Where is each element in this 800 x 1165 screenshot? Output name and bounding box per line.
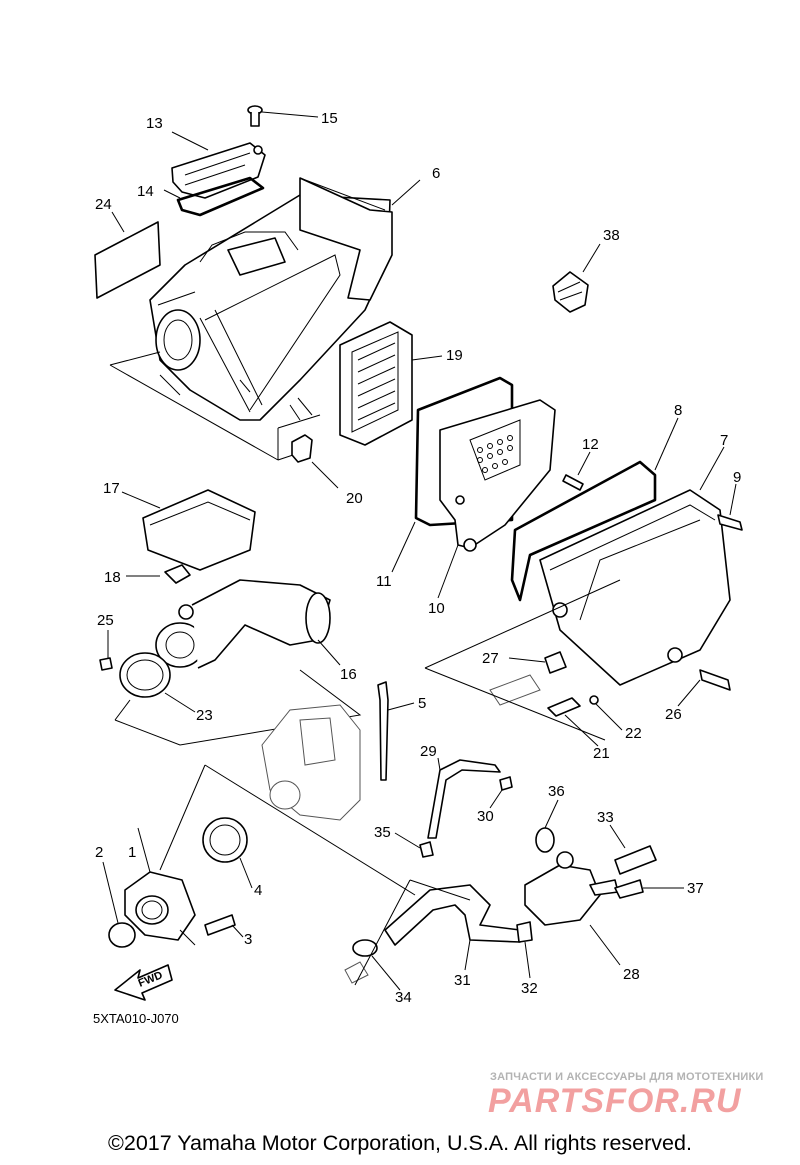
callout-21: 21: [593, 745, 610, 762]
callout-10: 10: [428, 600, 445, 617]
callout-23: 23: [196, 707, 213, 724]
callout-5: 5: [418, 695, 426, 712]
callout-37: 37: [687, 880, 704, 897]
callout-29: 29: [420, 743, 437, 760]
callout-15: 15: [321, 110, 338, 127]
callout-31: 31: [454, 972, 471, 989]
tie-strap-5: [377, 681, 389, 781]
bolt-9: [717, 514, 743, 531]
holder-38: [552, 271, 589, 313]
callout-1: 1: [128, 844, 136, 861]
callout-11: 11: [376, 573, 392, 590]
clamp-27: [544, 651, 567, 674]
screw-12: [562, 474, 584, 491]
callout-33: 33: [597, 809, 614, 826]
cover-7: [539, 489, 731, 686]
callout-3: 3: [244, 931, 252, 948]
clip-18: [164, 564, 191, 584]
callout-35: 35: [374, 824, 391, 841]
bolt-26: [699, 669, 731, 691]
callout-38: 38: [603, 227, 620, 244]
callout-7: 7: [720, 432, 728, 449]
callout-24: 24: [95, 196, 112, 213]
callout-13: 13: [146, 115, 163, 132]
carburetor-ghost: [261, 704, 361, 821]
callout-2: 2: [95, 844, 103, 861]
clip-35: [419, 841, 434, 858]
grommet-36: [535, 827, 555, 853]
clamp-4: [202, 817, 248, 863]
gasket-11: [414, 376, 514, 527]
plate-10: [439, 399, 556, 552]
clip-20: [291, 434, 313, 463]
air-box-case: [149, 177, 393, 421]
callout-12: 12: [582, 436, 599, 453]
clamp-30: [499, 776, 513, 791]
air-filter-19: [339, 321, 413, 446]
leader-lines: [102, 111, 737, 991]
joint-16: [155, 579, 331, 669]
access-cover: [171, 142, 266, 217]
callout-17: 17: [103, 480, 120, 497]
callout-9: 9: [733, 469, 741, 486]
copyright-text: ©2017 Yamaha Motor Corporation, U.S.A. A…: [108, 1131, 692, 1155]
callout-30: 30: [477, 808, 494, 825]
foam-17: [142, 489, 256, 571]
callout-20: 20: [346, 490, 363, 507]
screw-15: [247, 105, 263, 127]
case-group-outline: [109, 351, 321, 461]
callout-34: 34: [395, 989, 412, 1006]
hose-29: [427, 759, 501, 839]
callout-27: 27: [482, 650, 499, 667]
callout-32: 32: [521, 980, 538, 997]
callout-25: 25: [97, 612, 114, 629]
clamp-34: [352, 939, 378, 957]
hose-33: [614, 845, 657, 875]
callout-26: 26: [665, 706, 682, 723]
callout-8: 8: [674, 402, 682, 419]
screw-25: [99, 657, 113, 671]
callout-36: 36: [548, 783, 565, 800]
watermark-subtitle: ЗАПЧАСТИ И АКСЕССУАРЫ ДЛЯ МОТОТЕХНИКИ: [490, 1071, 764, 1083]
callout-numbers: 1 2 3 4 5 6 7 8 9 10 11 12 13 14 15 16 1…: [95, 110, 741, 1006]
bolt-3: [204, 914, 236, 936]
bolt-37: [614, 879, 644, 899]
callout-19: 19: [446, 347, 463, 364]
washer-22: [589, 695, 599, 705]
callout-4: 4: [254, 882, 262, 899]
callout-16: 16: [340, 666, 357, 683]
callout-14: 14: [137, 183, 154, 200]
gasket-8: [510, 460, 657, 602]
clamp-32: [516, 921, 533, 943]
tap-21: [547, 697, 581, 717]
o-ring-2: [108, 922, 136, 948]
callout-6: 6: [432, 165, 440, 182]
watermark-logo: PARTSFOR.RU: [488, 1082, 742, 1120]
fwd-arrow: FWD: [114, 964, 173, 1001]
callout-22: 22: [625, 725, 642, 742]
fuel-cock-28: [524, 851, 619, 926]
callout-28: 28: [623, 966, 640, 983]
diagram-code: 5XTA010-J070: [93, 1011, 179, 1026]
seal-24: [94, 221, 161, 299]
manifold-1: [124, 871, 196, 941]
callout-18: 18: [104, 569, 121, 586]
